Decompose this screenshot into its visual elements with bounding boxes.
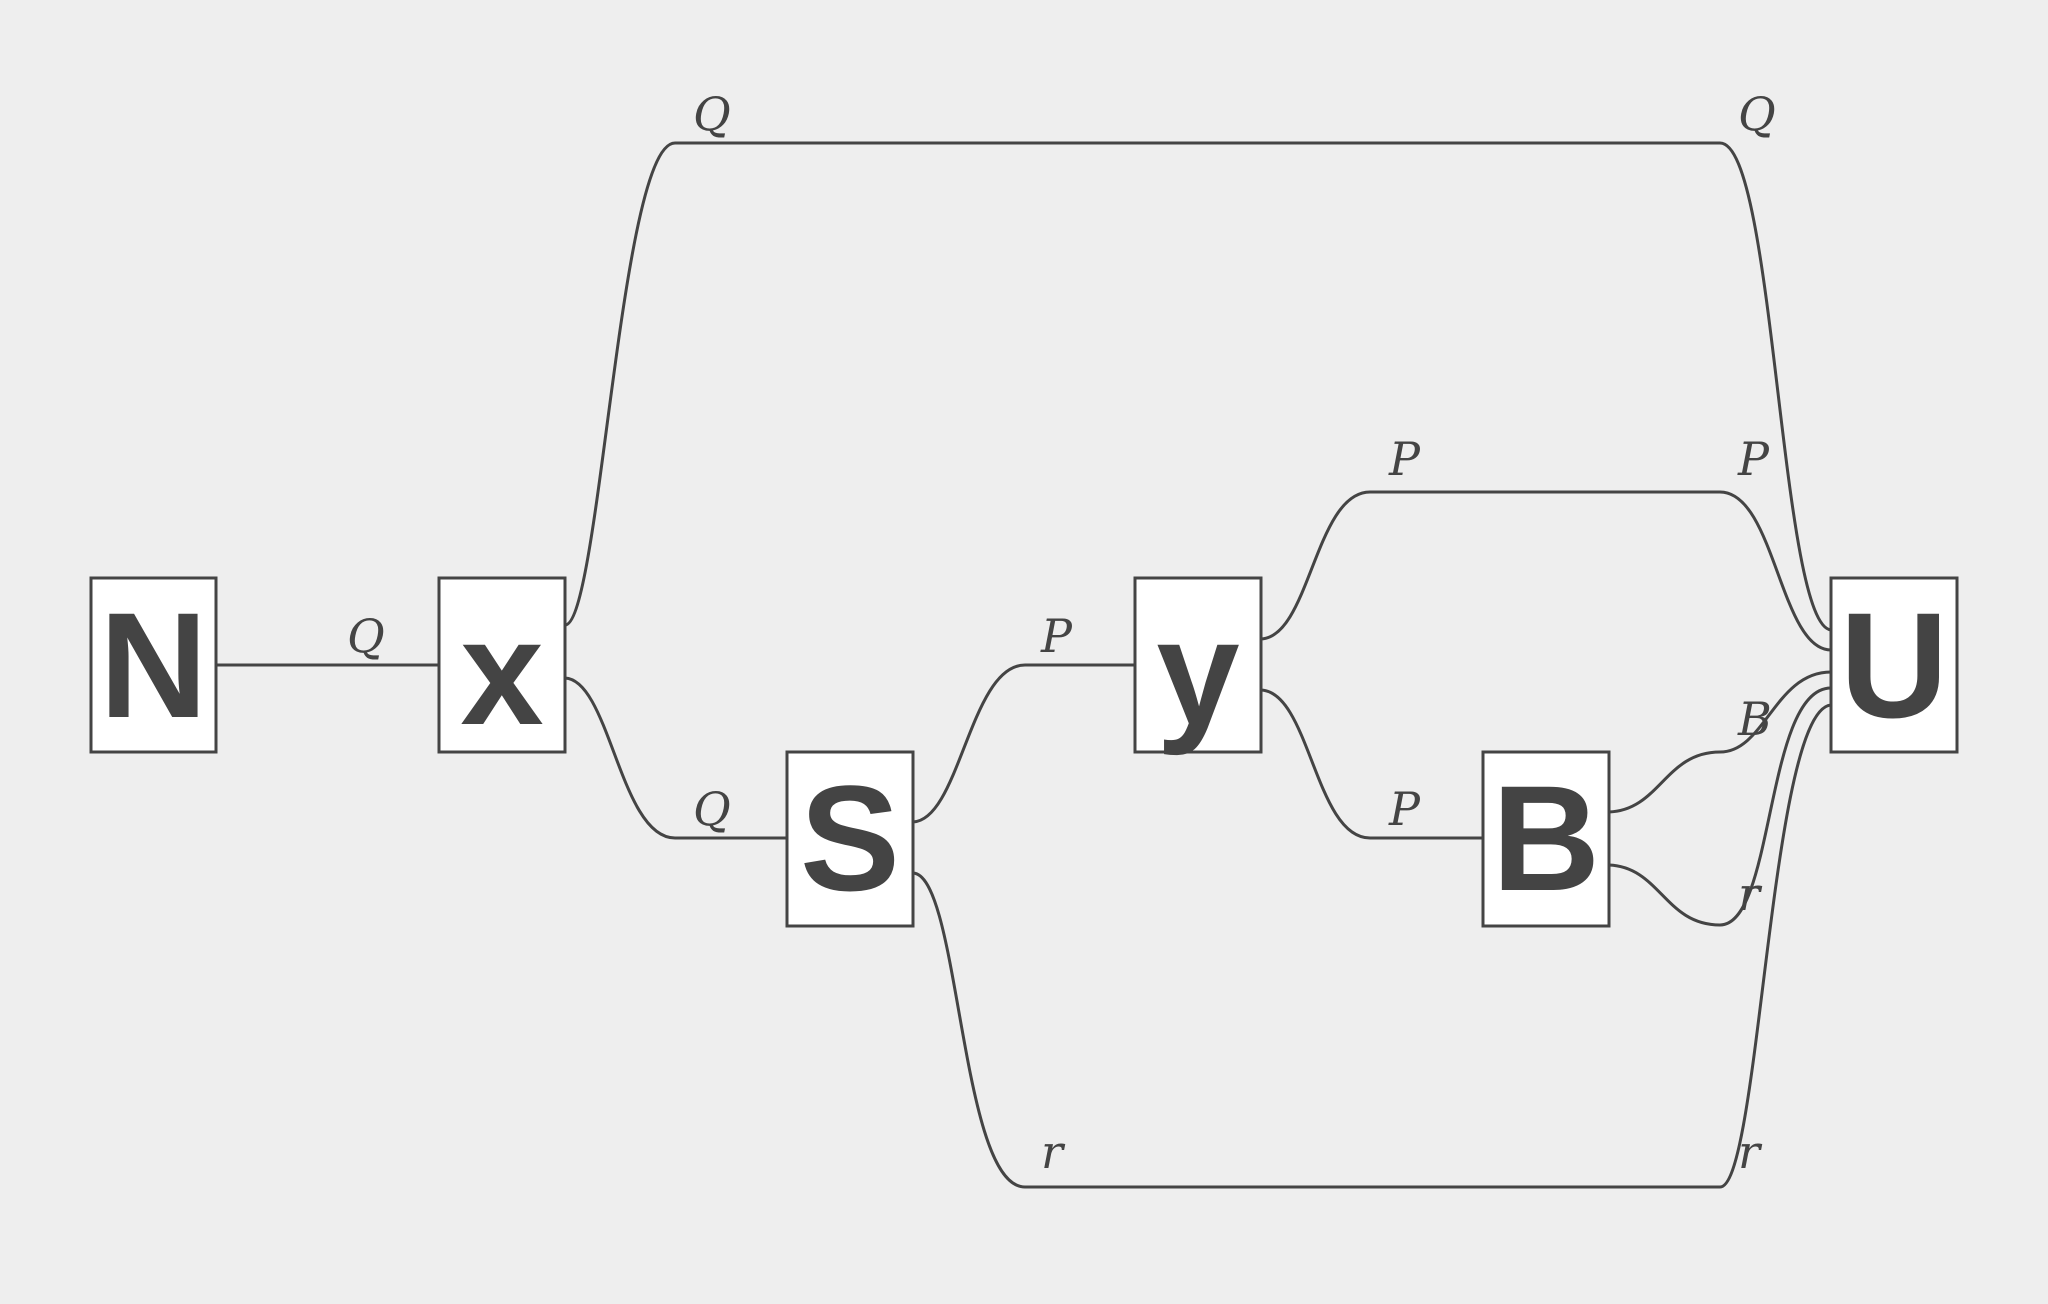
box-x-label: x: [460, 588, 543, 756]
box-N-frame: [89, 576, 218, 754]
box-N-label: N: [99, 581, 207, 749]
box-B: B: [1481, 750, 1611, 928]
wire-label-s-u-bottom-right: r: [1738, 1125, 1763, 1179]
wire-label-b-u-b: B: [1737, 692, 1772, 746]
wire-b-u-r: [1608, 686, 1832, 927]
box-x: x: [437, 576, 567, 756]
box-x-frame: [437, 576, 567, 754]
box-y-frame: [1133, 576, 1263, 754]
box-B-frame: [1481, 750, 1611, 928]
wire-label-s-y: P: [1040, 609, 1073, 663]
wire-b-u-b: [1608, 670, 1832, 814]
wire-x-u-top: [564, 141, 1832, 632]
wire-label-x-s: Q: [693, 782, 731, 836]
box-U-frame: [1829, 576, 1959, 754]
box-y-label: y: [1156, 588, 1239, 756]
wire-s-u-bottom: [912, 703, 1832, 1189]
box-B-label: B: [1492, 754, 1600, 922]
wire-label-n-x: Q: [347, 609, 385, 663]
wire-labels: Q Q Q Q P P P P B r r r: [347, 87, 1776, 1179]
wire-x-s: [564, 676, 787, 840]
box-U: U: [1829, 576, 1959, 754]
box-y: y: [1133, 576, 1263, 756]
box-N: N: [89, 576, 218, 754]
wire-label-b-u-r: r: [1738, 867, 1763, 921]
wires: [216, 141, 1832, 1189]
wire-y-u: [1260, 490, 1832, 652]
box-S-label: S: [800, 754, 900, 922]
wire-label-s-u-bottom-left: r: [1041, 1125, 1066, 1179]
wire-label-y-u-left: P: [1388, 432, 1421, 486]
wire-s-y: [912, 663, 1135, 824]
wire-label-x-u-top-right: Q: [1738, 87, 1776, 141]
wire-y-b: [1260, 688, 1483, 840]
wire-label-y-u-right: P: [1737, 432, 1770, 486]
wire-label-y-b: P: [1388, 782, 1421, 836]
box-S: S: [785, 750, 915, 928]
box-S-frame: [785, 750, 915, 928]
box-U-label: U: [1840, 581, 1948, 749]
wire-label-x-u-top-left: Q: [693, 87, 731, 141]
